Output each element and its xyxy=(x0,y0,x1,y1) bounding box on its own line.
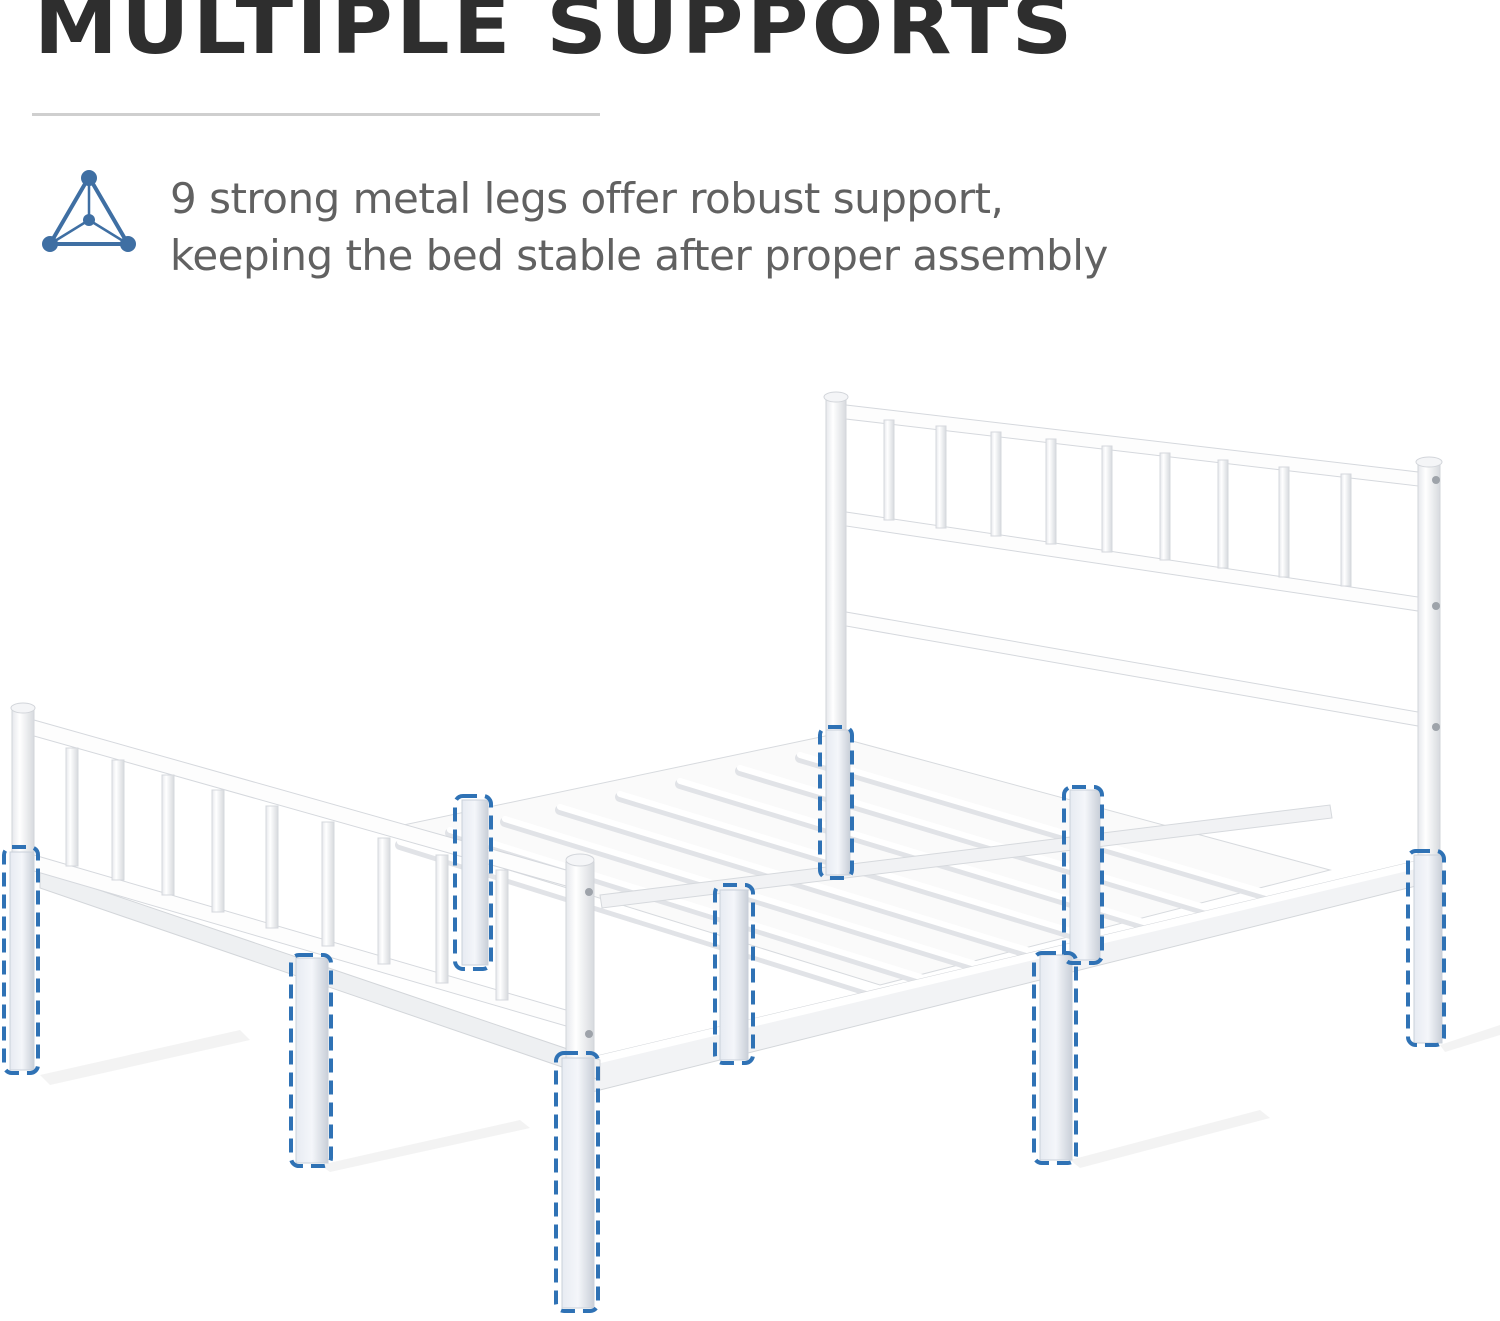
title-divider xyxy=(32,113,600,116)
page-title: MULTIPLE SUPPORTS xyxy=(34,0,1076,72)
leg-highlights xyxy=(2,725,1446,1313)
bed-frame-illustration xyxy=(0,370,1500,1317)
support-legs xyxy=(9,729,1443,1309)
feature-line-2: keeping the bed stable after proper asse… xyxy=(170,231,1108,280)
tetrahedron-support-icon xyxy=(40,168,140,258)
feature-line-1: 9 strong metal legs offer robust support… xyxy=(170,174,1004,223)
feature-description: 9 strong metal legs offer robust support… xyxy=(170,170,1108,284)
